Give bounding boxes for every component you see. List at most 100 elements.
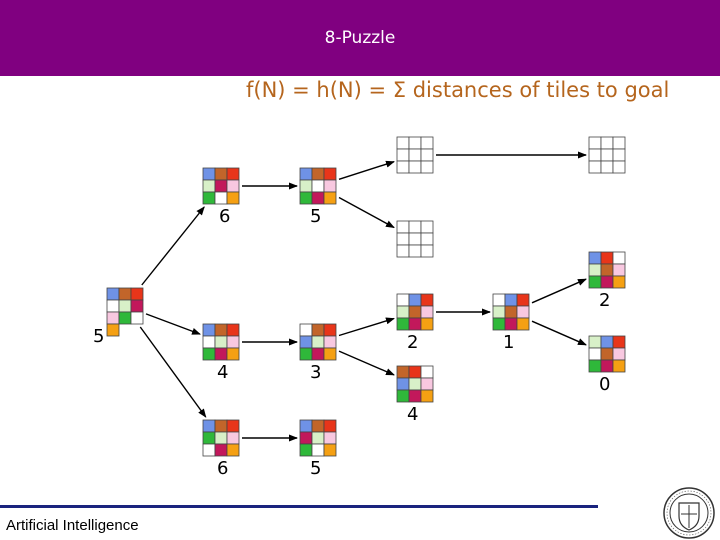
puzzle-tile (420, 244, 434, 258)
puzzle-tile (588, 160, 602, 174)
puzzle-tile (106, 323, 120, 337)
puzzle-tile (226, 347, 240, 361)
puzzle-tile (396, 244, 410, 258)
puzzle-tile (226, 443, 240, 457)
puzzle-tile (214, 179, 228, 193)
puzzle-tile (299, 335, 313, 349)
puzzle-tile (311, 443, 325, 457)
puzzle-tile (202, 191, 216, 205)
puzzle-tile (130, 287, 144, 301)
puzzle-tile (226, 419, 240, 433)
puzzle-tile (612, 335, 626, 349)
puzzle-tile (396, 305, 410, 319)
puzzle-tile (588, 347, 602, 361)
puzzle-tile (323, 335, 337, 349)
puzzle-tile (118, 311, 132, 325)
puzzle-tile (214, 191, 228, 205)
puzzle-tile (299, 179, 313, 193)
puzzle-state-n4: 3 (299, 323, 337, 383)
puzzle-tile (396, 293, 410, 307)
puzzle-tile (420, 160, 434, 174)
puzzle-tile (299, 323, 313, 337)
puzzle-tile (396, 136, 410, 150)
puzzle-tile (214, 167, 228, 181)
node-score-label: 2 (599, 290, 610, 311)
puzzle-state-root: 5 (93, 287, 144, 347)
puzzle-tile (118, 299, 132, 313)
node-score-label: 4 (407, 404, 418, 425)
puzzle-tile (396, 148, 410, 162)
puzzle-tile (588, 251, 602, 265)
puzzle-tile (311, 347, 325, 361)
puzzle-tile (311, 419, 325, 433)
puzzle-tile (612, 251, 626, 265)
puzzle-state-n7 (396, 136, 434, 174)
puzzle-tile (588, 359, 602, 373)
puzzle-tile (323, 167, 337, 181)
puzzle-tile (299, 443, 313, 457)
puzzle-tile (420, 220, 434, 234)
puzzle-tile (226, 167, 240, 181)
puzzle-tile (202, 431, 216, 445)
puzzle-tile (311, 179, 325, 193)
puzzle-tile (420, 148, 434, 162)
puzzle-tile (588, 275, 602, 289)
puzzle-tile (396, 365, 410, 379)
puzzle-tile (214, 335, 228, 349)
puzzle-tile (408, 136, 422, 150)
puzzle-tile (420, 377, 434, 391)
puzzle-tile (600, 359, 614, 373)
puzzle-tile (214, 419, 228, 433)
tree-edges (139, 151, 587, 442)
puzzle-state-n3: 4 (202, 323, 240, 383)
puzzle-tile (504, 305, 518, 319)
footer-course-name: Artificial Intelligence (6, 517, 139, 534)
puzzle-tile (106, 299, 120, 313)
puzzle-tile (226, 323, 240, 337)
tree-edge-arrow (141, 206, 205, 286)
puzzle-tile (202, 323, 216, 337)
puzzle-tile (588, 136, 602, 150)
puzzle-tile (214, 431, 228, 445)
puzzle-tile (226, 431, 240, 445)
puzzle-state-n2: 5 (299, 167, 337, 227)
puzzle-tile (612, 359, 626, 373)
puzzle-tile (492, 317, 506, 331)
puzzle-tile (311, 191, 325, 205)
puzzle-tile (492, 293, 506, 307)
puzzle-tile (600, 160, 614, 174)
puzzle-tile (396, 389, 410, 403)
puzzle-tile (408, 365, 422, 379)
tree-edge-arrow (531, 320, 587, 346)
puzzle-tile (408, 160, 422, 174)
puzzle-tile (516, 293, 530, 307)
puzzle-tile (299, 347, 313, 361)
puzzle-tile (214, 347, 228, 361)
puzzle-tile (600, 347, 614, 361)
puzzle-tile (214, 323, 228, 337)
node-score-label: 0 (599, 374, 610, 395)
puzzle-tile (299, 419, 313, 433)
puzzle-tile (311, 335, 325, 349)
node-score-label: 4 (217, 362, 228, 383)
puzzle-tile (612, 263, 626, 277)
puzzle-tile (600, 251, 614, 265)
puzzle-tile (323, 347, 337, 361)
puzzle-tile (492, 305, 506, 319)
puzzle-state-n11: 4 (396, 365, 434, 425)
node-score-label: 6 (219, 206, 230, 227)
puzzle-tile (588, 263, 602, 277)
puzzle-tile (299, 167, 313, 181)
puzzle-tile (408, 317, 422, 331)
tree-edge-arrow (338, 350, 395, 376)
puzzle-tile (106, 287, 120, 301)
puzzle-tile (202, 347, 216, 361)
node-score-label: 5 (310, 458, 321, 479)
puzzle-tile (226, 335, 240, 349)
puzzle-tile (408, 244, 422, 258)
puzzle-tile (612, 275, 626, 289)
puzzle-tile (202, 419, 216, 433)
puzzle-tile (396, 220, 410, 234)
puzzle-state-n5: 6 (202, 419, 240, 479)
